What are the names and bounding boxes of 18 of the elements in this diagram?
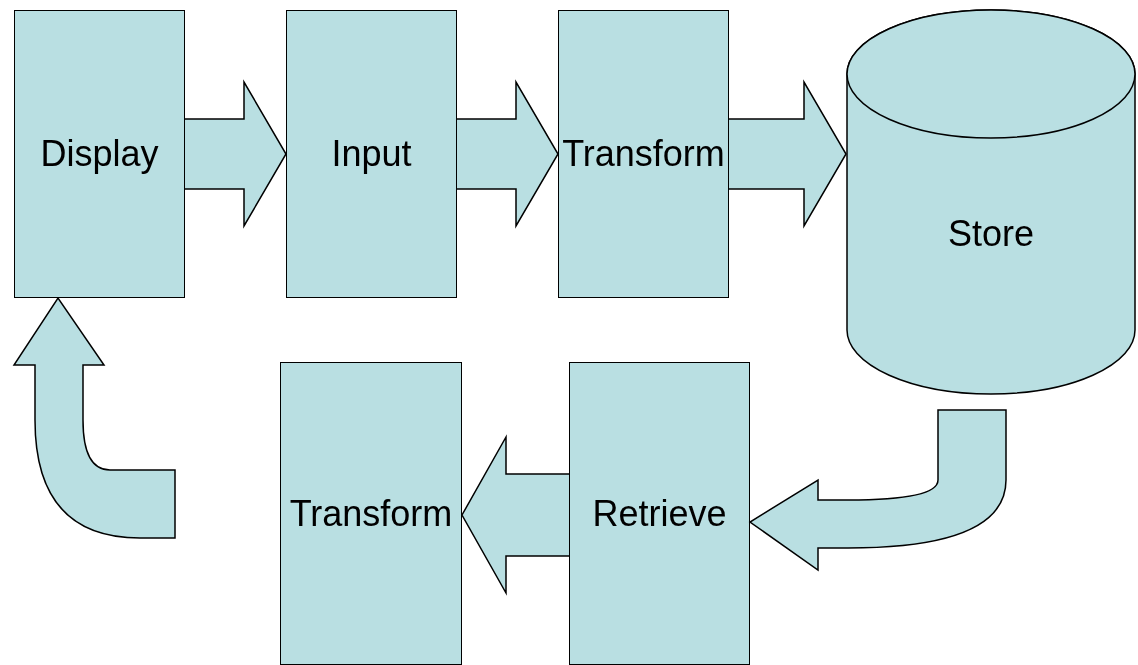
block-arrow bbox=[184, 79, 287, 229]
block-arrow bbox=[749, 409, 1007, 571]
block-arrow bbox=[728, 79, 847, 229]
process-box bbox=[286, 10, 457, 298]
process-box bbox=[280, 362, 462, 665]
node-label: Transform bbox=[562, 133, 725, 175]
node-label: Store bbox=[947, 213, 1034, 255]
database-cylinder bbox=[846, 10, 1136, 394]
node-label: Display bbox=[40, 133, 159, 175]
block-arrow bbox=[461, 434, 570, 596]
block-arrow bbox=[13, 297, 176, 539]
node-label: Input bbox=[331, 133, 412, 175]
node-label: Retrieve bbox=[592, 492, 727, 535]
node-label: Transform bbox=[289, 492, 453, 535]
process-box bbox=[558, 10, 729, 298]
process-box bbox=[14, 10, 185, 298]
block-arrow bbox=[456, 79, 559, 229]
process-box bbox=[569, 362, 750, 665]
